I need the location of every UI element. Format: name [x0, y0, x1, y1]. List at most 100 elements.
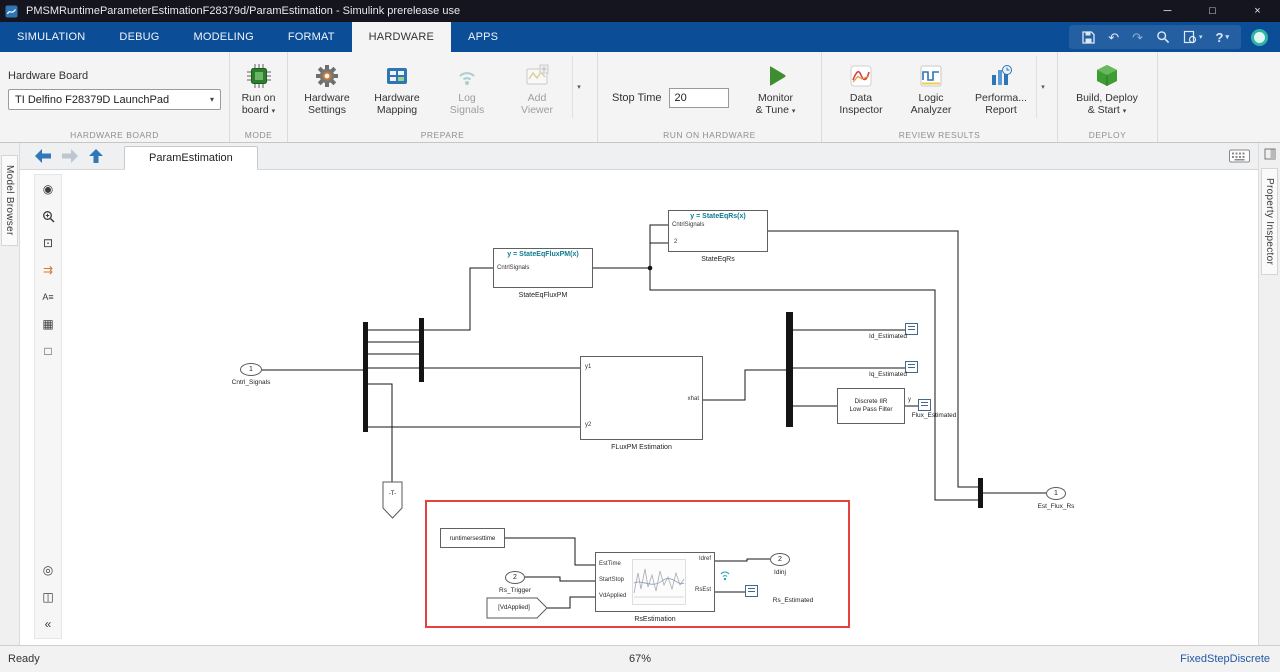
- status-text: Ready: [8, 653, 40, 665]
- rs-estimated-label: Rs_Estimated: [772, 597, 814, 604]
- prepare-gallery-expand[interactable]: ▾: [572, 56, 585, 118]
- close-button[interactable]: ×: [1254, 5, 1261, 17]
- state-eq-rs-caption: StateEqRs: [701, 256, 735, 263]
- from-tag-shape: [486, 597, 548, 619]
- zoom-target-icon[interactable]: ◉: [42, 182, 54, 196]
- keyboard-shortcuts-icon[interactable]: [1229, 149, 1250, 163]
- model-browser-tab[interactable]: Model Browser: [1, 155, 18, 246]
- hardware-mapping-button[interactable]: Hardware Mapping: [362, 56, 432, 128]
- zoom-in-icon[interactable]: [35, 207, 61, 225]
- ribbon-filler: [1158, 52, 1280, 142]
- property-inspector-tab[interactable]: Property Inspector: [1261, 168, 1278, 276]
- iir-filter-block[interactable]: Discrete IIR Low Pass Filter: [837, 388, 905, 424]
- rs-estimation-block[interactable]: EstTime StartStop VdApplied Idref RsEst: [595, 552, 715, 612]
- section-review-results: Data Inspector Logic Analyzer Performa..…: [822, 52, 1058, 142]
- hardware-settings-button[interactable]: Hardware Settings: [292, 56, 362, 128]
- ribbon-hardware: Hardware Board TI Delfino F28379D Launch…: [0, 52, 1280, 143]
- save-icon[interactable]: [1081, 30, 1095, 44]
- fit-to-view-icon[interactable]: ⊡: [42, 236, 54, 250]
- outport-idinj[interactable]: 2: [770, 553, 790, 566]
- section-deploy: Build, Deploy & Start ▾ DEPLOY: [1058, 52, 1158, 142]
- hardware-board-select[interactable]: TI Delfino F28379D LaunchPad ▾: [8, 89, 221, 110]
- undo-icon[interactable]: ↶: [1108, 29, 1120, 45]
- window-title: PMSMRuntimeParameterEstimationF28379d/Pa…: [26, 5, 461, 17]
- viewmark-icon[interactable]: ◎: [42, 563, 54, 577]
- tab-simulation[interactable]: SIMULATION: [17, 31, 86, 43]
- goto-tag-label[interactable]: -T-: [388, 490, 397, 497]
- title-bar: PMSMRuntimeParameterEstimationF28379d/Pa…: [0, 0, 1280, 22]
- solver-link[interactable]: FixedStepDiscrete: [1180, 653, 1270, 665]
- data-inspector-button[interactable]: Data Inspector: [826, 56, 896, 128]
- deploy-box-icon: [1093, 60, 1121, 92]
- runtime-est-time-block[interactable]: runtimersesttime: [440, 528, 505, 548]
- inport-cntrl-signals[interactable]: 1: [240, 363, 262, 376]
- review-gallery-expand[interactable]: ▾: [1036, 56, 1049, 118]
- account-icon[interactable]: [1251, 28, 1268, 46]
- image-icon[interactable]: ▦: [42, 317, 54, 331]
- model-tab[interactable]: ParamEstimation: [124, 146, 258, 170]
- scope-viewer-icon: [524, 60, 550, 92]
- status-bar: Ready 67% FixedStepDiscrete: [0, 645, 1280, 672]
- performance-report-button[interactable]: Performa... Report: [966, 56, 1036, 128]
- area-box-icon[interactable]: □: [44, 344, 52, 358]
- signal-logging-badge-icon: [720, 571, 730, 577]
- signal-routing-icon[interactable]: ⇉: [42, 263, 54, 277]
- tab-hardware[interactable]: HARDWARE: [351, 22, 452, 52]
- hardware-board-title: Hardware Board: [8, 70, 89, 82]
- section-label: RUN ON HARDWARE: [663, 130, 756, 140]
- minimize-button[interactable]: ─: [1163, 5, 1172, 17]
- tab-modeling[interactable]: MODELING: [193, 31, 254, 43]
- section-label: REVIEW RESULTS: [898, 130, 981, 140]
- goto-tag-shape: [382, 481, 403, 519]
- model-canvas[interactable]: ◉ ⊡ ⇉ A≡ ▦ □ ◎ ◫ «: [20, 170, 1258, 645]
- tab-format[interactable]: FORMAT: [287, 31, 335, 43]
- up-to-parent-icon[interactable]: [88, 148, 104, 164]
- state-eq-flux-pm-block[interactable]: y = StateEqFluxPM(x) CntrlSignals: [493, 248, 593, 288]
- find-options-icon[interactable]: ▾: [1183, 30, 1203, 44]
- collapse-icon[interactable]: «: [44, 617, 52, 631]
- add-viewer-button[interactable]: Add Viewer: [502, 56, 572, 128]
- log-signals-button[interactable]: Log Signals: [432, 56, 502, 128]
- logic-analyzer-button[interactable]: Logic Analyzer: [896, 56, 966, 128]
- run-on-board-button[interactable]: Run on board ▾: [234, 56, 283, 128]
- canvas-toolbar: ◉ ⊡ ⇉ A≡ ▦ □ ◎ ◫ «: [34, 174, 62, 639]
- rs-estimation-caption: RsEstimation: [634, 616, 676, 623]
- search-icon[interactable]: [1156, 30, 1170, 44]
- chevron-down-icon: ▾: [791, 108, 796, 115]
- stop-time-input[interactable]: [668, 88, 729, 108]
- annotation-icon[interactable]: A≡: [42, 291, 54, 302]
- section-prepare: Hardware Settings Hardware Mapping Log S…: [288, 52, 598, 142]
- tab-apps[interactable]: APPS: [468, 31, 499, 43]
- rs-estimated-terminal[interactable]: [745, 585, 758, 597]
- subsystem-icon[interactable]: ◫: [42, 590, 54, 604]
- inport-rs-trigger-label: Rs_Trigger: [499, 587, 531, 594]
- state-eq-rs-block[interactable]: y = StateEqRs(x) CntrlSignals 2: [668, 210, 768, 252]
- flux-estimated-terminal[interactable]: [918, 399, 931, 411]
- back-icon[interactable]: [34, 148, 52, 164]
- dock-panel-icon[interactable]: [1264, 148, 1276, 160]
- document-bar: ParamEstimation: [20, 143, 1258, 170]
- id-estimated-terminal[interactable]: [905, 323, 918, 335]
- fluxpm-estimation-block[interactable]: y1 y2 xhat: [580, 356, 703, 440]
- log-signals-icon: [454, 60, 480, 92]
- maximize-button[interactable]: □: [1209, 5, 1216, 17]
- monitor-and-tune-button[interactable]: Monitor & Tune ▾: [741, 56, 811, 128]
- tab-debug[interactable]: DEBUG: [119, 31, 160, 43]
- inport-cntrl-label: Cntrl_Signals: [231, 379, 271, 386]
- block-preview-image: [632, 559, 686, 605]
- from-tag-label[interactable]: [VdApplied]: [498, 604, 530, 611]
- highlight-annotation-box[interactable]: [425, 500, 850, 628]
- outport-idinj-label: Idinj: [774, 569, 786, 576]
- outport-est-flux-rs[interactable]: 1: [1046, 487, 1066, 500]
- forward-icon[interactable]: [61, 148, 79, 164]
- help-icon[interactable]: ?▾: [1215, 29, 1229, 45]
- section-mode: Run on board ▾ MODE: [230, 52, 288, 142]
- iq-estimated-terminal[interactable]: [905, 361, 918, 373]
- data-inspector-icon: [848, 60, 874, 92]
- build-deploy-start-button[interactable]: Build, Deploy & Start ▾: [1062, 56, 1152, 128]
- section-label: MODE: [244, 130, 273, 140]
- redo-icon[interactable]: ↷: [1132, 29, 1144, 45]
- inport-rs-trigger[interactable]: 2: [505, 571, 525, 584]
- simulink-app-icon: [5, 5, 18, 18]
- zoom-level: 67%: [628, 653, 652, 665]
